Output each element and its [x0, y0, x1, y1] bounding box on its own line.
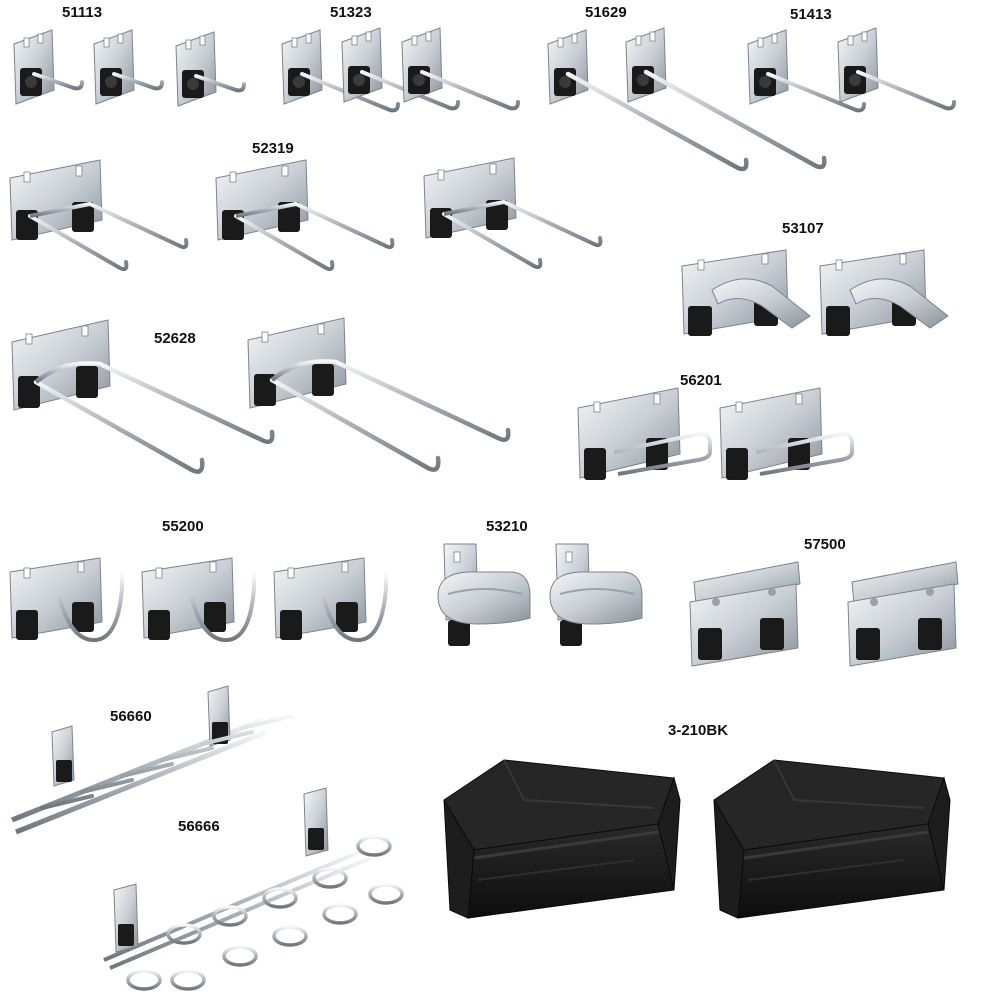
label-52628: 52628 [154, 330, 196, 347]
label-53107: 53107 [782, 220, 824, 237]
label-56660: 56660 [110, 708, 152, 725]
label-51629: 51629 [585, 4, 627, 21]
label-51413: 51413 [790, 6, 832, 23]
product-55200 [8, 556, 388, 643]
label-53210: 53210 [486, 518, 528, 535]
label-51113: 51113 [62, 4, 103, 21]
label-56201: 56201 [680, 372, 722, 389]
label-55200: 55200 [162, 518, 204, 535]
label-51323: 51323 [330, 4, 372, 21]
label-52319: 52319 [252, 140, 294, 157]
label-56666: 56666 [178, 818, 220, 835]
label-57500: 57500 [804, 536, 846, 553]
label-3-210BK: 3-210BK [668, 722, 729, 739]
